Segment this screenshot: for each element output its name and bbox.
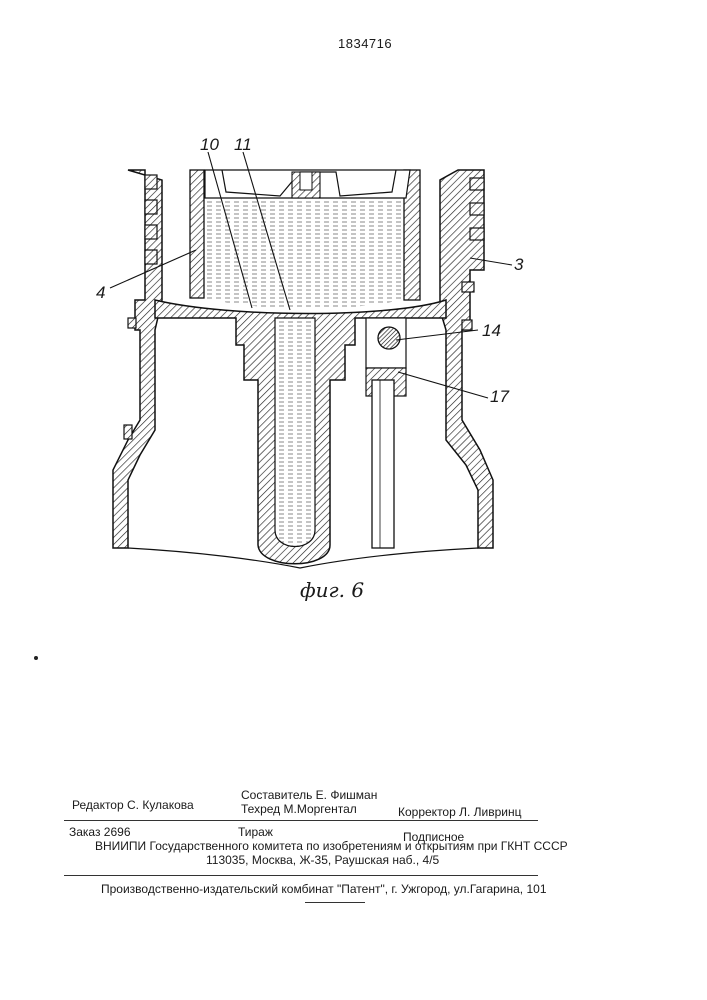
label-4: 4 xyxy=(96,283,105,302)
order: Заказ 2696 xyxy=(69,825,131,839)
label-3: 3 xyxy=(514,255,524,274)
label-10: 10 xyxy=(200,135,219,154)
label-11: 11 xyxy=(234,135,252,154)
circulation: Тираж xyxy=(238,825,273,839)
publisher: Производственно-издательский комбинат "П… xyxy=(101,882,547,896)
vniipi: ВНИИПИ Государственного комитета по изоб… xyxy=(95,839,568,853)
label-17: 17 xyxy=(490,387,509,406)
publisher-underline xyxy=(305,902,365,903)
technical-drawing: 10 11 3 4 14 17 фиг. 6 xyxy=(0,0,707,700)
corrector: Корректор Л. Ливринц xyxy=(398,805,522,819)
divider-bottom xyxy=(64,875,538,876)
compiler: Составитель Е. Фишман xyxy=(241,788,377,802)
divider-top xyxy=(64,820,538,821)
address: 113035, Москва, Ж-35, Раушская наб., 4/5 xyxy=(206,853,439,867)
label-14: 14 xyxy=(482,321,501,340)
editor: Редактор С. Кулакова xyxy=(72,798,194,812)
techred: Техред М.Моргентал xyxy=(241,802,357,816)
figure-caption: фиг. 6 xyxy=(300,578,364,602)
